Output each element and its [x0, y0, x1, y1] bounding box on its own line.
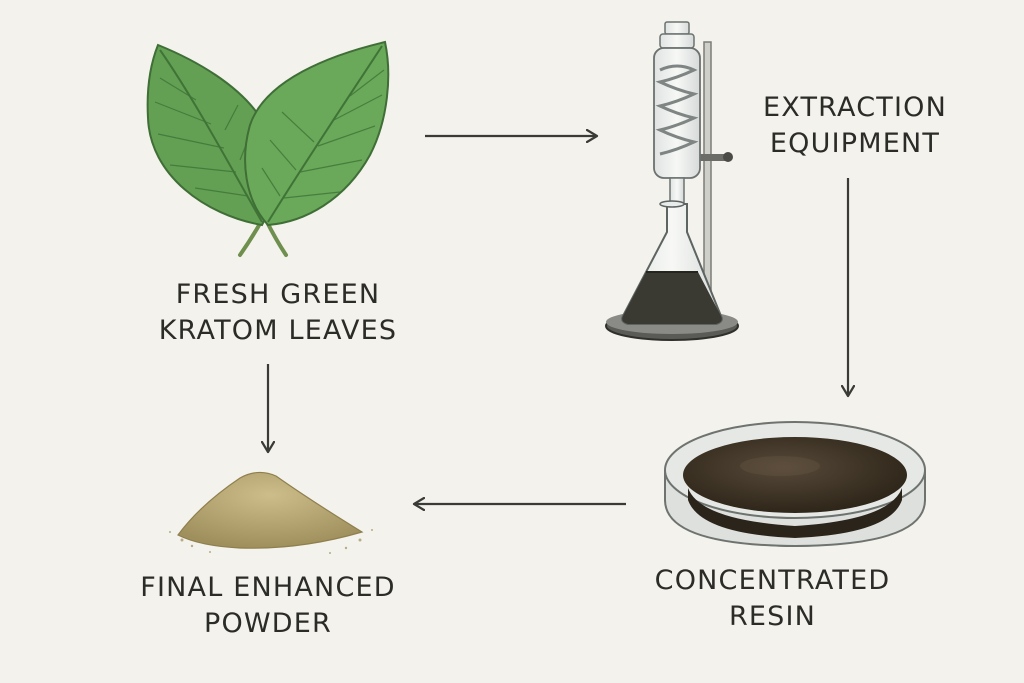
- label-leaves-line2: KRATOM LEAVES: [158, 315, 398, 346]
- label-resin-line1: CONCENTRATED: [654, 565, 891, 596]
- label-powder-line1: FINAL ENHANCED: [140, 572, 396, 603]
- label-equipment-line2: EQUIPMENT: [769, 128, 941, 159]
- label-powder-line2: POWDER: [203, 608, 333, 639]
- label-concentrated-resin: CONCENTRATED RESIN: [630, 563, 915, 635]
- label-resin-line2: RESIN: [728, 601, 817, 632]
- label-extraction-equipment: EXTRACTION EQUIPMENT: [735, 90, 975, 162]
- extraction-equipment-illustration: [605, 21, 739, 341]
- label-final-enhanced-powder: FINAL ENHANCED POWDER: [118, 570, 418, 642]
- kratom-leaves-illustration: [146, 40, 390, 257]
- label-leaves-line1: FRESH GREEN: [175, 279, 381, 310]
- label-equipment-line1: EXTRACTION: [763, 92, 947, 123]
- label-fresh-green-kratom-leaves: FRESH GREEN KRATOM LEAVES: [148, 277, 408, 349]
- resin-dish-illustration: [664, 421, 926, 548]
- powder-pile-illustration: [169, 471, 373, 554]
